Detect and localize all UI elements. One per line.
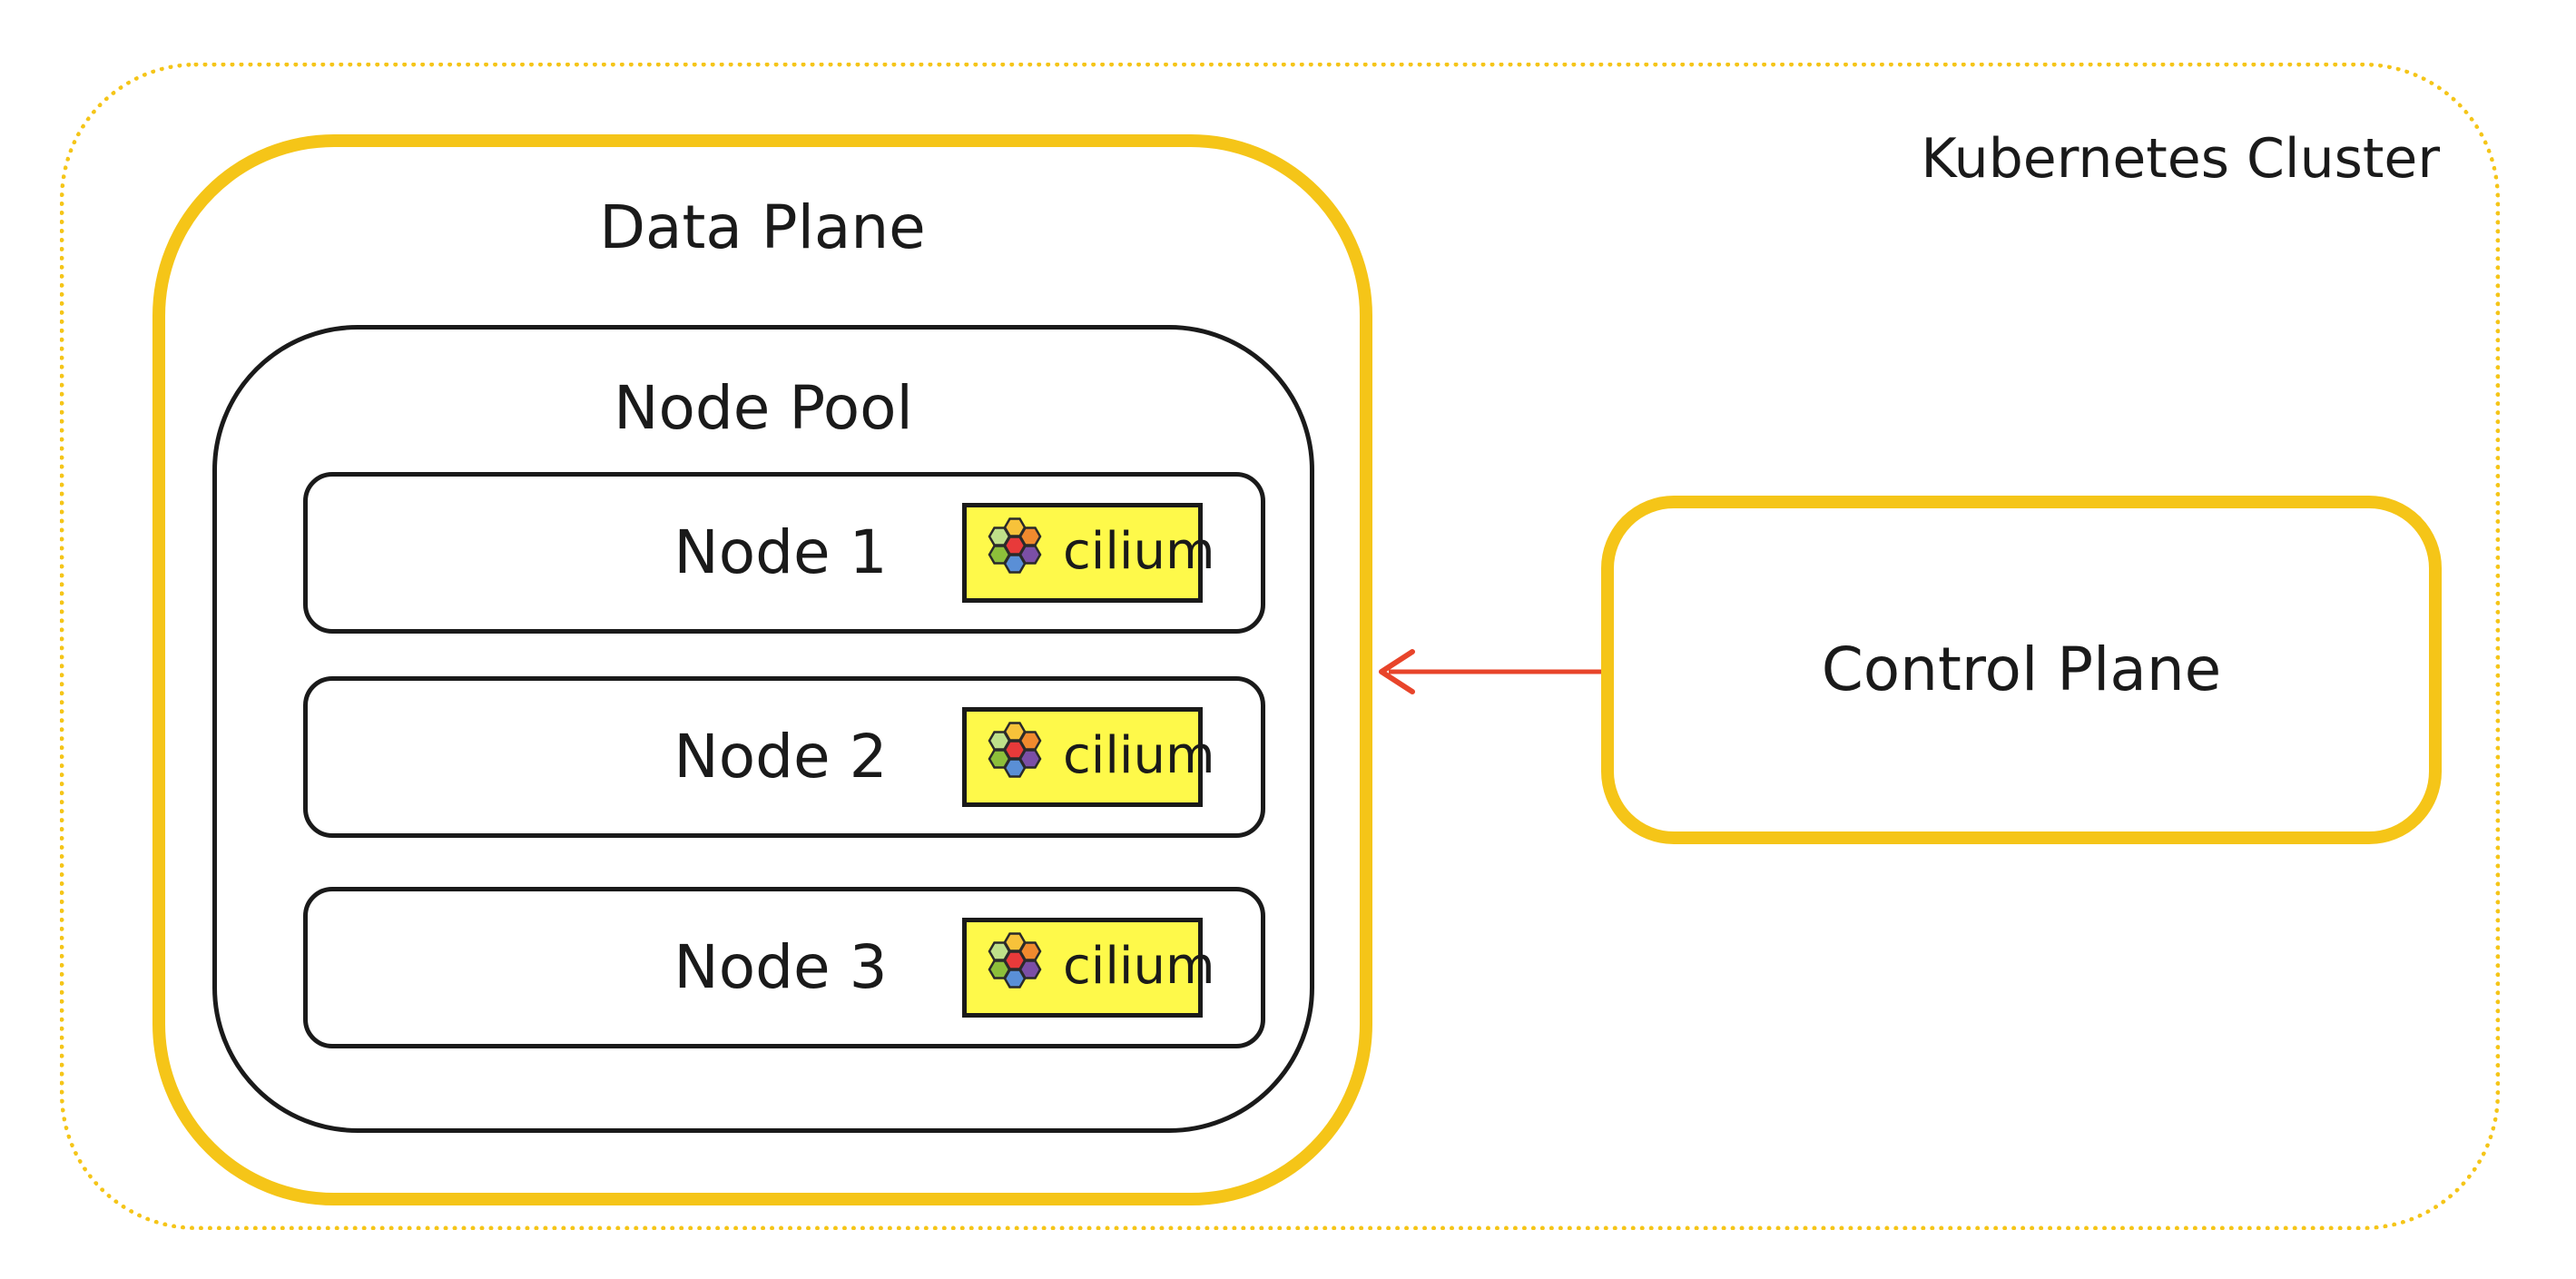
node-3-box <box>303 887 1265 1048</box>
control-plane-label: Control Plane <box>1821 635 2222 704</box>
node-2-box <box>303 676 1265 838</box>
cilium-hexagon-logo-icon <box>988 722 1042 778</box>
node-2-cilium-label: cilium <box>1063 726 1215 785</box>
cilium-hexagon-logo-icon <box>988 517 1042 574</box>
data-plane-box <box>152 134 1372 1205</box>
kubernetes-cluster-label: Kubernetes Cluster <box>1921 127 2440 191</box>
node-3-cilium-badge: cilium <box>962 918 1215 1018</box>
kubernetes-cluster-boundary <box>60 63 2500 1230</box>
node-pool-label: Node Pool <box>614 373 913 443</box>
node-2-cilium-badge: cilium <box>962 707 1215 807</box>
node-1-cilium-badge: cilium <box>962 503 1215 603</box>
node-pool-box <box>212 325 1314 1133</box>
node-1-cilium-label: cilium <box>1063 522 1215 581</box>
node-1-label: Node 1 <box>673 517 888 587</box>
data-plane-label: Data Plane <box>599 192 926 262</box>
arrow-left-icon <box>1379 649 1603 694</box>
node-2-label: Node 2 <box>673 722 888 792</box>
control-plane-box <box>1601 496 2442 844</box>
node-3-label: Node 3 <box>673 932 888 1002</box>
cilium-hexagon-cell <box>1003 554 1027 574</box>
node-1-box <box>303 472 1265 634</box>
cilium-hexagon-cell <box>1003 969 1027 989</box>
cilium-hexagon-cell <box>1003 758 1027 778</box>
node-3-cilium-label: cilium <box>1063 937 1215 996</box>
cilium-hexagon-logo-icon <box>988 932 1042 989</box>
